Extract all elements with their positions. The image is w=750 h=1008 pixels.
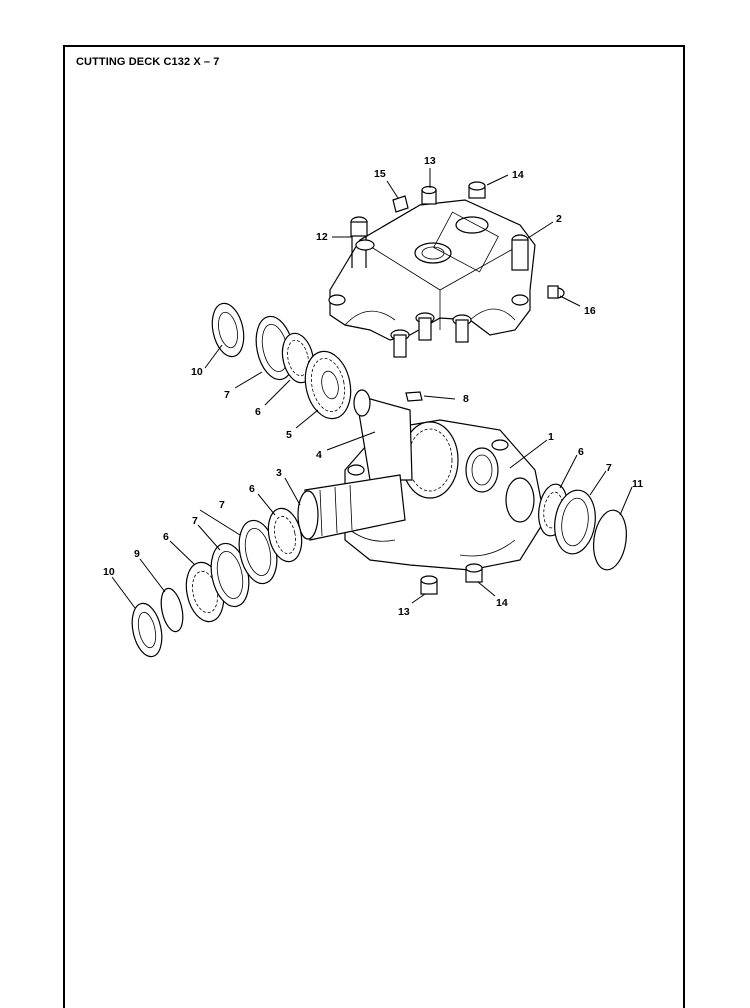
callout-5: 5 (286, 429, 292, 441)
plug-14-bottom (465, 563, 483, 583)
callout-6-lower: 6 (163, 531, 169, 543)
bearing-cone-6-mid (267, 507, 303, 563)
callout-7-upper: 7 (224, 389, 230, 401)
leader-lines (111, 168, 633, 609)
plug-13-bottom (420, 575, 438, 595)
callout-9: 9 (134, 548, 140, 560)
callout-13-bottom: 13 (398, 606, 410, 618)
plug-14-top (468, 181, 486, 199)
plug-13-top (421, 185, 437, 205)
callout-13-top: 13 (424, 155, 436, 167)
callout-8: 8 (463, 393, 469, 405)
seal-10-lower (131, 602, 163, 658)
pinion-shaft-3 (297, 474, 406, 541)
callout-14-top: 14 (512, 169, 524, 181)
callout-7-lower-a: 7 (192, 515, 198, 527)
callout-7-right: 7 (606, 462, 612, 474)
callout-7-lower-b: 7 (219, 499, 225, 511)
callout-3: 3 (276, 467, 282, 479)
cap-11 (593, 509, 627, 571)
vent-plug-16 (547, 285, 565, 299)
bearing-cup-7-right (554, 489, 596, 555)
callout-labels: 1 2 3 4 5 6 6 6 6 7 7 7 7 8 9 10 10 11 1… (103, 155, 643, 618)
page-title: CUTTING DECK C132 X – 7 (76, 56, 220, 68)
gearbox-cover (328, 199, 536, 358)
callout-14-bottom: 14 (496, 597, 508, 609)
seal-10-upper (211, 302, 245, 358)
callout-10-lower: 10 (103, 566, 115, 578)
callout-12: 12 (316, 231, 328, 243)
callout-10-upper: 10 (191, 366, 203, 378)
plug-15 (392, 195, 409, 213)
diagram-frame: CUTTING DECK C132 X – 7 (63, 45, 685, 1008)
callout-11: 11 (632, 478, 643, 490)
shaft-4 (353, 389, 413, 481)
callout-16: 16 (584, 305, 596, 317)
callout-2: 2 (556, 213, 562, 225)
key-8 (405, 391, 423, 402)
callout-4: 4 (316, 449, 322, 461)
bearing-cup-7-lower-a (210, 542, 250, 608)
callout-6-upper: 6 (255, 406, 261, 418)
snap-ring-9 (160, 587, 184, 633)
callout-6-mid: 6 (249, 483, 255, 495)
callout-15: 15 (374, 168, 386, 180)
callout-6-right: 6 (578, 446, 584, 458)
bevel-gear-5 (304, 350, 352, 420)
callout-1: 1 (548, 431, 554, 443)
